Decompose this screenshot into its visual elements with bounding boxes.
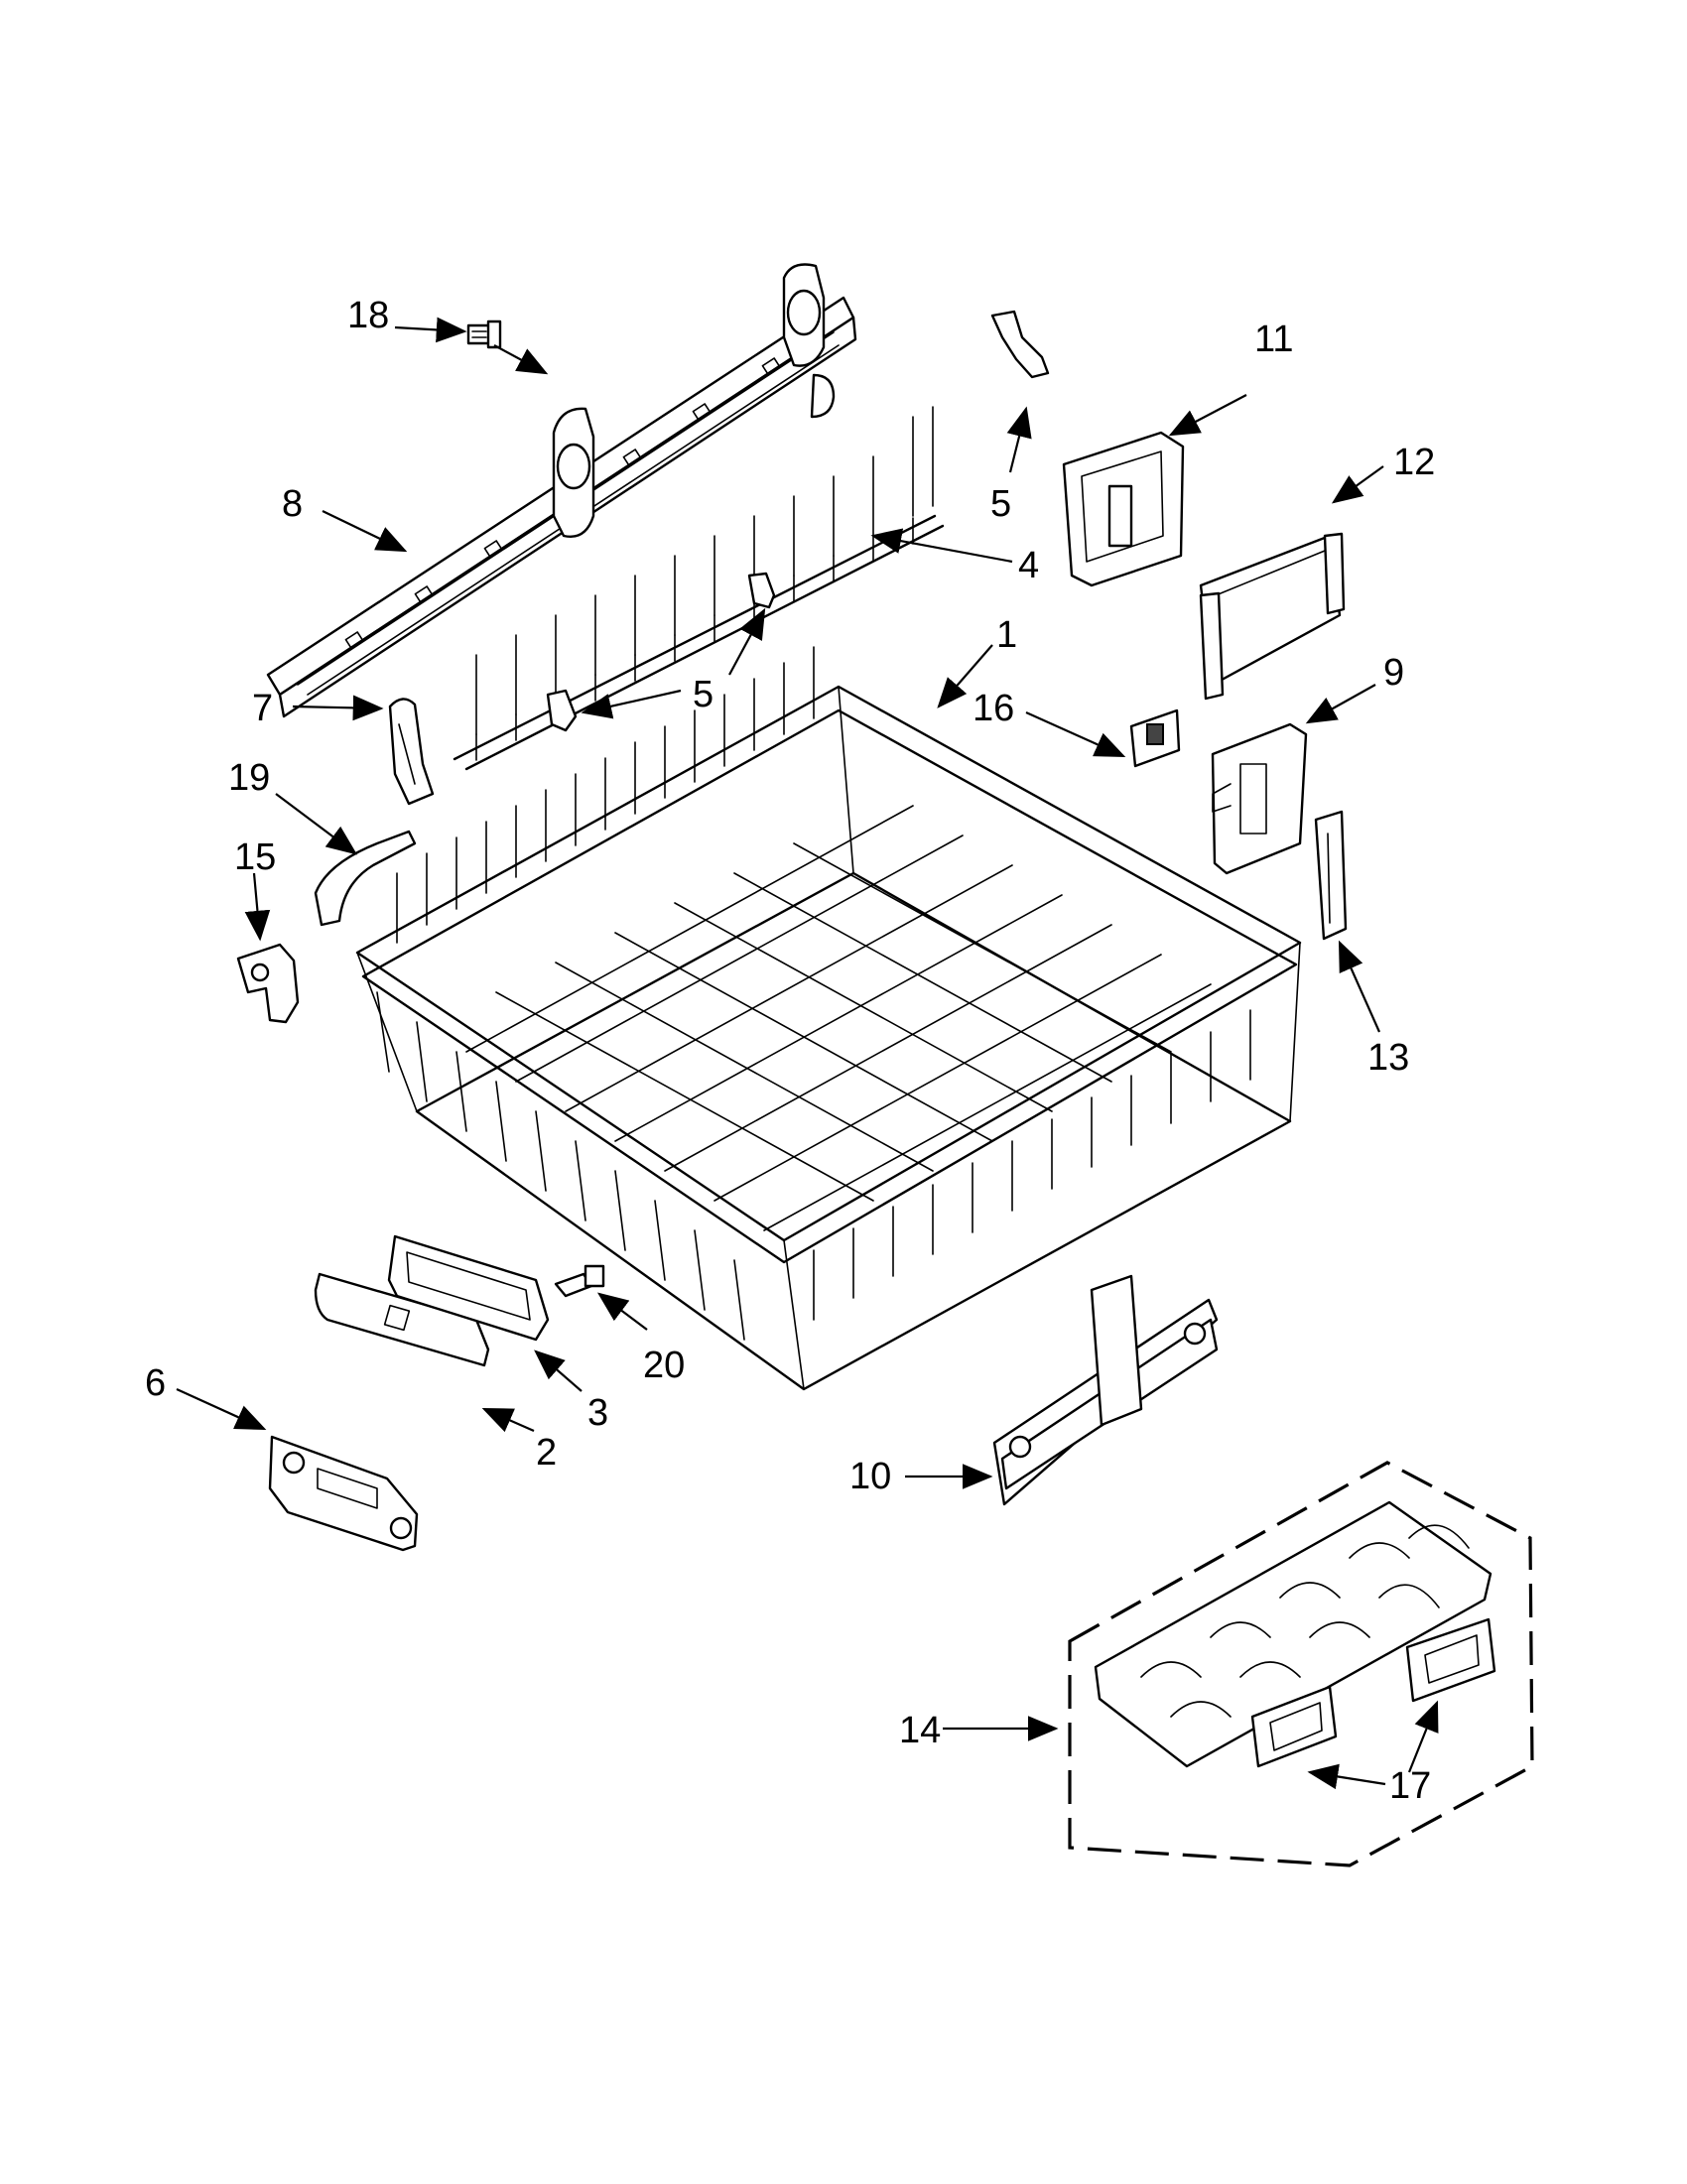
part-14-tray-group — [1068, 1461, 1534, 1867]
callout-10: 10 — [849, 1456, 891, 1497]
part-5-clip-middle — [747, 572, 776, 609]
part-16-clip — [1129, 708, 1181, 768]
callout-2: 2 — [536, 1432, 557, 1474]
leader-18 — [394, 317, 467, 343]
callout-17: 17 — [1389, 1765, 1431, 1807]
leader-4 — [870, 528, 1013, 564]
leader-9 — [1305, 684, 1376, 724]
callout-18: 18 — [347, 295, 389, 336]
part-17-clip-a — [1250, 1685, 1338, 1768]
callout-19: 19 — [228, 757, 270, 799]
part-17-clip-b — [1405, 1617, 1496, 1703]
leader-16 — [1025, 710, 1126, 758]
leader-17b — [1407, 1700, 1439, 1773]
leader-15 — [244, 872, 271, 942]
part-5-clip-lower — [546, 689, 578, 732]
part-12-shelf — [1199, 532, 1346, 701]
part-10-adjuster-panel — [992, 1274, 1219, 1506]
part-1-dish-rack — [355, 646, 1302, 1391]
part-5-clip-top — [990, 310, 1050, 379]
leader-5c — [581, 689, 682, 719]
callout-6: 6 — [145, 1362, 166, 1404]
part-15-clip — [236, 943, 300, 1024]
callout-9: 9 — [1383, 652, 1404, 694]
leader-17a — [1307, 1763, 1386, 1790]
leader-3 — [534, 1349, 583, 1392]
leader-7 — [292, 695, 384, 721]
part-19-bracket — [314, 830, 417, 927]
leader-20 — [596, 1292, 648, 1331]
leader-8 — [322, 510, 408, 553]
callout-labels: 18 8 5 11 12 4 1 5 7 16 9 19 15 13 20 3 … — [145, 295, 1435, 1807]
leader-12 — [1331, 465, 1384, 504]
part-6-adjuster — [268, 1435, 419, 1552]
callout-1: 1 — [996, 614, 1017, 656]
leader-5b — [728, 607, 766, 676]
callout-3: 3 — [587, 1392, 608, 1434]
part-18-screw — [466, 320, 502, 349]
callout-4: 4 — [1018, 545, 1039, 586]
part-2-cover — [314, 1272, 490, 1367]
callout-11: 11 — [1254, 319, 1293, 360]
part-3-housing — [387, 1234, 550, 1342]
part-11-bracket — [1062, 431, 1185, 587]
callout-20: 20 — [643, 1345, 685, 1386]
leader-19 — [275, 793, 358, 855]
part-20-screw — [554, 1264, 605, 1298]
leader-13 — [1338, 940, 1381, 1033]
leader-18b — [493, 344, 549, 375]
leader-6 — [176, 1387, 267, 1431]
callout-14: 14 — [899, 1710, 941, 1751]
leader-2 — [481, 1407, 535, 1433]
part-8-rack-rail — [266, 263, 857, 718]
part-9-bracket — [1211, 722, 1308, 875]
callout-15: 15 — [234, 836, 276, 878]
callout-7: 7 — [252, 688, 273, 729]
part-4-tine-row — [453, 406, 945, 771]
callout-13: 13 — [1367, 1037, 1409, 1079]
callout-16: 16 — [973, 688, 1014, 729]
part-7-clip — [388, 698, 435, 806]
callout-8: 8 — [282, 483, 303, 525]
leader-5a — [1006, 406, 1032, 473]
leader-lines — [176, 317, 1439, 1790]
callout-5-top: 5 — [990, 483, 1011, 525]
part-13-latch — [1314, 810, 1348, 941]
callout-12: 12 — [1393, 442, 1435, 483]
leader-1 — [937, 644, 993, 708]
leader-11 — [1168, 394, 1247, 437]
callout-5-middle: 5 — [693, 674, 714, 715]
